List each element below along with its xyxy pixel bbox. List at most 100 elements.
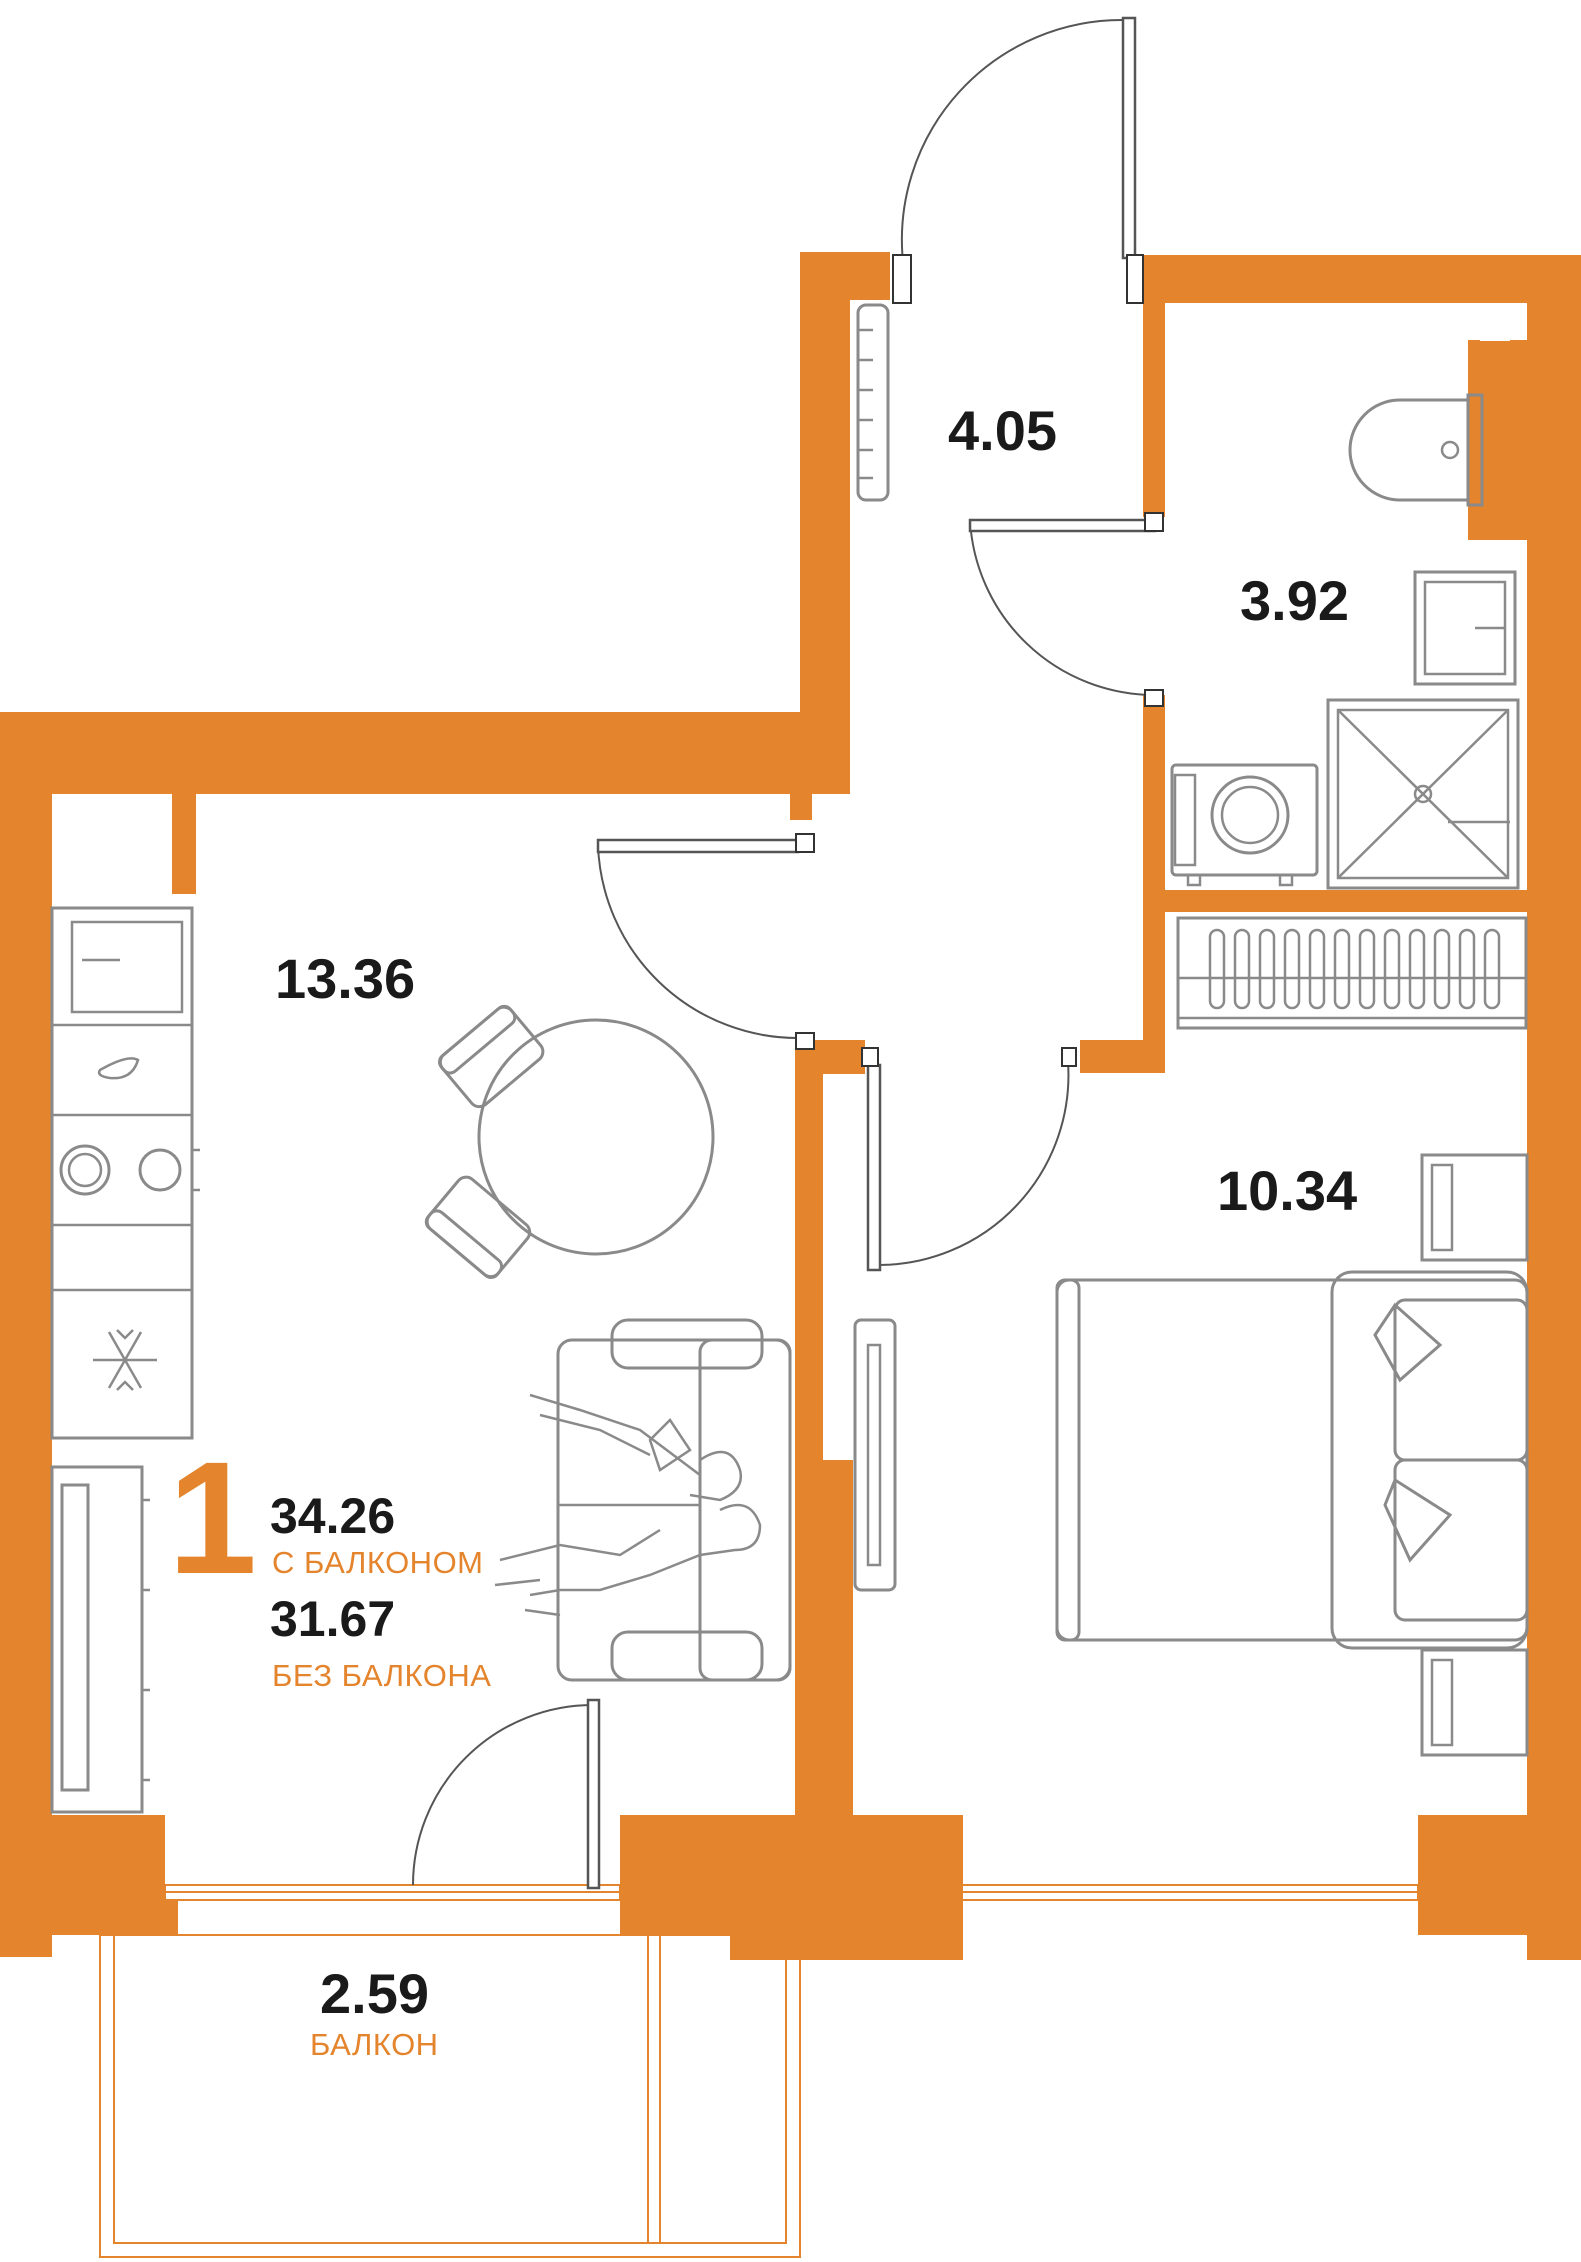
garment-3 xyxy=(1258,928,1276,1010)
walls xyxy=(0,252,1581,1960)
bedroom-tv-stand xyxy=(853,1318,897,1592)
balcony-inner xyxy=(113,1934,787,2244)
living-door-leaf xyxy=(596,838,800,854)
bedroom-door-jamb-1 xyxy=(861,1047,879,1067)
hob-burner-2 xyxy=(138,1148,182,1192)
washing-machine-foot-1 xyxy=(1186,873,1202,887)
dining-chair-1-back xyxy=(438,1004,517,1075)
entrance-door-jamb-2 xyxy=(1126,254,1144,304)
wall-bedroom-north-stub xyxy=(1080,1040,1165,1073)
wall-north-bath xyxy=(1135,255,1581,303)
toilet-tank xyxy=(1466,393,1484,507)
washing-machine-drum xyxy=(1210,775,1290,855)
wall-bath-south xyxy=(1143,890,1527,912)
nightstands xyxy=(1420,1153,1529,1757)
garment-2 xyxy=(1233,928,1251,1010)
sink-basin xyxy=(70,920,184,1014)
wall-toilet-niche xyxy=(1468,340,1530,540)
windows xyxy=(164,1884,1419,1901)
bedroom-door xyxy=(861,1047,1077,1272)
entrance-door xyxy=(892,16,1144,304)
entrance-door-swing xyxy=(900,18,1124,263)
area-hall: 4.05 xyxy=(948,399,1057,462)
total-without-balcony: 31.67 xyxy=(270,1591,395,1647)
wall-south-2b xyxy=(730,1900,795,1960)
wall-west xyxy=(0,712,52,1957)
window-living xyxy=(164,1884,621,1901)
dining-chair-2 xyxy=(424,1175,532,1279)
label-with-balcony: С БАЛКОНОМ xyxy=(272,1545,484,1580)
garment-4 xyxy=(1283,928,1301,1010)
wall-south-3 xyxy=(808,1815,963,1960)
label-without-balcony: БЕЗ БАЛКОНА xyxy=(272,1658,491,1693)
garment-9 xyxy=(1408,928,1426,1010)
balcony-door-leaf xyxy=(586,1698,601,1890)
toilet-niche-white xyxy=(1480,305,1510,341)
pillow-2 xyxy=(1383,1477,1453,1563)
hob-burner-1 xyxy=(59,1144,111,1196)
pillow-1 xyxy=(1373,1302,1443,1383)
wall-corridor-west-cap xyxy=(800,252,890,300)
niche-opening xyxy=(52,794,172,880)
bedroom-door-leaf xyxy=(866,1063,882,1272)
garment-1 xyxy=(1208,928,1226,1010)
bed-headboard xyxy=(1330,1270,1529,1650)
coat-rack xyxy=(856,303,890,502)
dining-chair-1-seat xyxy=(438,1005,545,1109)
hob-burner-1-inner xyxy=(67,1152,103,1188)
garment-8 xyxy=(1383,928,1401,1010)
bathroom-door-jamb-2 xyxy=(1144,689,1164,707)
balcony-outer xyxy=(99,1934,801,2258)
wall-south-4b xyxy=(1527,1900,1581,1960)
bed xyxy=(1055,1270,1529,1650)
living-door xyxy=(596,833,815,1050)
bedroom-door-swing xyxy=(877,1061,1070,1267)
shower-drain xyxy=(1413,784,1433,804)
wall-bath-west-upper xyxy=(1143,255,1165,517)
living-door-jamb-1 xyxy=(795,833,815,853)
bathroom-door-swing xyxy=(969,519,1154,696)
nightstand-bottom xyxy=(1420,1648,1529,1757)
garment-10 xyxy=(1433,928,1451,1010)
coat-rack-rail xyxy=(856,303,890,502)
dining-chair-1 xyxy=(438,1004,545,1109)
shower-tray xyxy=(1326,698,1520,890)
wall-stub-living xyxy=(790,790,812,820)
washing-machine-panel xyxy=(1173,773,1197,867)
garment-7 xyxy=(1358,928,1376,1010)
wall-south-1b xyxy=(0,1900,178,1935)
garment-5 xyxy=(1308,928,1326,1010)
dining-set xyxy=(424,1004,715,1279)
shower-inner xyxy=(1336,708,1510,880)
bathroom-door xyxy=(968,512,1164,707)
wall-east xyxy=(1527,255,1581,1960)
dining-chair-2-back xyxy=(424,1209,504,1279)
entrance-door-leaf xyxy=(1121,16,1137,260)
toilet-button xyxy=(1440,440,1460,460)
shower-diag-2 xyxy=(1337,709,1509,879)
room-count: 1 xyxy=(168,1428,257,1607)
nightstand-top xyxy=(1420,1153,1529,1262)
toilet-bowl xyxy=(1348,398,1468,502)
window-bedroom xyxy=(961,1884,1419,1901)
shower xyxy=(1326,698,1520,890)
wall-north-living xyxy=(0,712,850,794)
nightstand-bottom-inner xyxy=(1430,1658,1454,1747)
wardrobe-body xyxy=(1176,916,1528,1030)
area-balcony: 2.59 xyxy=(320,1962,429,2025)
bathroom-door-leaf xyxy=(968,518,1157,533)
interior-reveals xyxy=(52,305,1510,880)
bed-pillow-area-2 xyxy=(1393,1458,1529,1622)
snowflake-tip-1 xyxy=(116,1329,134,1340)
bathroom-door-jamb-1 xyxy=(1144,512,1164,532)
wall-bath-west-lower xyxy=(1143,695,1165,1073)
wardrobe xyxy=(1176,916,1528,1030)
person-figures xyxy=(494,1393,762,1617)
sofa xyxy=(494,1318,792,1682)
wall-corridor-west xyxy=(800,252,850,794)
snowflake-arm-3 xyxy=(107,1331,143,1389)
balcony xyxy=(99,1934,801,2258)
tv-stand xyxy=(50,1465,150,1814)
washbasin xyxy=(1413,570,1517,686)
